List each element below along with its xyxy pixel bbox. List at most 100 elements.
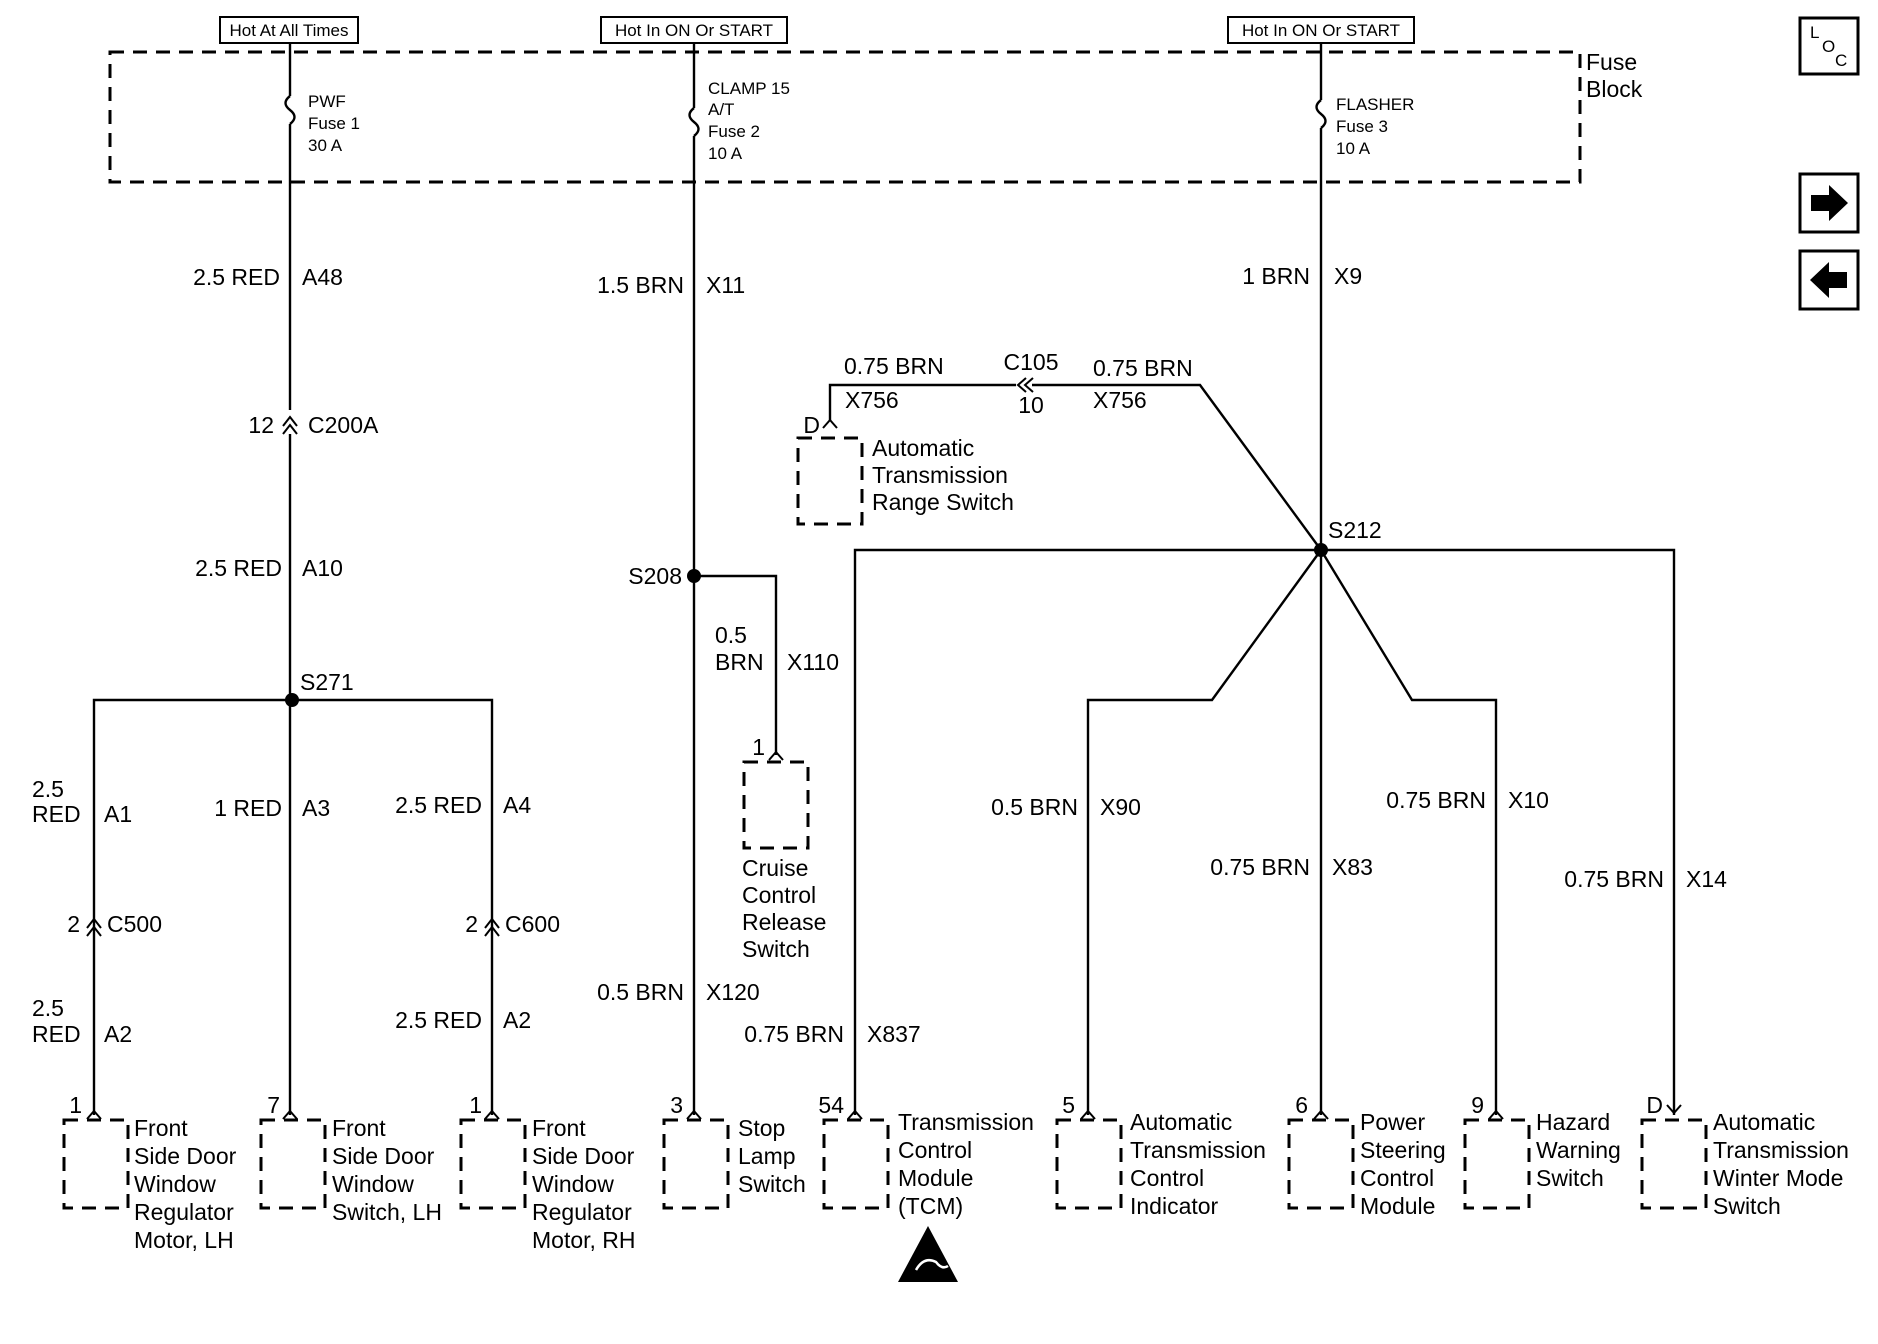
power-label-text: Hot In ON Or START — [615, 21, 773, 40]
svg-text:Window: Window — [532, 1171, 614, 1197]
svg-text:A4: A4 — [503, 792, 531, 818]
arrow-right-icon[interactable] — [1798, 172, 1860, 234]
connector-c500: 2 C500 — [67, 911, 162, 937]
svg-text:Switch: Switch — [742, 936, 810, 962]
svg-text:0.5 BRN: 0.5 BRN — [991, 794, 1078, 820]
wire-x10 — [1319, 549, 1498, 1115]
svg-text:Fuse 3: Fuse 3 — [1336, 117, 1388, 136]
svg-text:Control: Control — [1130, 1165, 1204, 1191]
svg-text:3: 3 — [670, 1092, 683, 1118]
component-front-door-window-switch-lh: 7 Front Side Door Window Switch, LH — [259, 1092, 442, 1225]
svg-text:Range Switch: Range Switch — [872, 489, 1014, 515]
svg-text:X120: X120 — [706, 979, 760, 1005]
fuse-block-label: Block — [1586, 76, 1643, 102]
svg-text:Steering: Steering — [1360, 1137, 1446, 1163]
svg-text:C200A: C200A — [308, 412, 379, 438]
fuse-block-outline — [108, 50, 1582, 184]
svg-text:FLASHER: FLASHER — [1336, 95, 1414, 114]
svg-text:2.5: 2.5 — [32, 995, 64, 1021]
svg-text:RED: RED — [32, 801, 81, 827]
svg-text:Regulator: Regulator — [532, 1199, 632, 1225]
svg-text:Switch: Switch — [738, 1171, 806, 1197]
svg-text:L: L — [1810, 23, 1819, 42]
svg-text:0.5 BRN: 0.5 BRN — [597, 979, 684, 1005]
svg-text:D: D — [1646, 1092, 1663, 1118]
svg-text:X9: X9 — [1334, 263, 1362, 289]
svg-text:30 A: 30 A — [308, 136, 343, 155]
esd-warning-icon — [898, 1226, 958, 1282]
svg-text:Warning: Warning — [1536, 1137, 1621, 1163]
component-front-door-regulator-motor-lh: 1 Front Side Door Window Regulator Motor… — [62, 1092, 237, 1253]
svg-text:O: O — [1822, 37, 1835, 56]
svg-text:Window: Window — [134, 1171, 216, 1197]
svg-text:1 BRN: 1 BRN — [1242, 263, 1310, 289]
svg-text:Front: Front — [532, 1115, 586, 1141]
svg-text:2.5 RED: 2.5 RED — [395, 1007, 482, 1033]
component-automatic-transmission-winter-mode-switch: D Automatic Transmission Winter Mode Swi… — [1640, 1092, 1849, 1219]
fuse-3: FLASHER Fuse 3 10 A — [1315, 52, 1414, 158]
svg-text:1: 1 — [752, 734, 765, 760]
component-transmission-control-module: 54 Transmission Control Module (TCM) — [818, 1092, 1034, 1219]
svg-text:Fuse 1: Fuse 1 — [308, 114, 360, 133]
svg-text:7: 7 — [267, 1092, 280, 1118]
connector-c600: 2 C600 — [465, 911, 560, 937]
wire-x110 — [694, 574, 778, 755]
fuse-block-label: Fuse — [1586, 49, 1637, 75]
svg-text:Module: Module — [1360, 1193, 1435, 1219]
svg-text:RED: RED — [32, 1021, 81, 1047]
svg-text:0.75 BRN: 0.75 BRN — [1564, 866, 1664, 892]
svg-text:10 A: 10 A — [1336, 139, 1371, 158]
fuse-2: CLAMP 15 A/T Fuse 2 10 A — [688, 52, 790, 163]
component-power-steering-control-module: 6 Power Steering Control Module — [1287, 1092, 1446, 1219]
svg-text:X756: X756 — [845, 387, 899, 413]
svg-text:S271: S271 — [300, 669, 354, 695]
svg-text:Motor, RH: Motor, RH — [532, 1227, 636, 1253]
svg-text:Lamp: Lamp — [738, 1143, 796, 1169]
svg-text:Winter Mode: Winter Mode — [1713, 1165, 1843, 1191]
svg-text:9: 9 — [1471, 1092, 1484, 1118]
svg-text:2: 2 — [465, 911, 478, 937]
svg-text:0.75 BRN: 0.75 BRN — [744, 1021, 844, 1047]
svg-text:6: 6 — [1295, 1092, 1308, 1118]
svg-text:Front: Front — [332, 1115, 386, 1141]
component-automatic-transmission-control-indicator: 5 Automatic Transmission Control Indicat… — [1055, 1092, 1266, 1219]
svg-text:Window: Window — [332, 1171, 414, 1197]
loc-button[interactable]: L O C — [1798, 16, 1860, 76]
svg-text:0.75 BRN: 0.75 BRN — [1210, 854, 1310, 880]
svg-text:C500: C500 — [107, 911, 162, 937]
svg-text:12: 12 — [248, 412, 274, 438]
svg-text:Transmission: Transmission — [1713, 1137, 1849, 1163]
svg-text:Release: Release — [742, 909, 826, 935]
svg-text:Indicator: Indicator — [1130, 1193, 1219, 1219]
svg-text:A3: A3 — [302, 795, 330, 821]
svg-text:X756: X756 — [1093, 387, 1147, 413]
wire-size-label: 2.5 RED — [193, 264, 280, 290]
svg-text:Front: Front — [134, 1115, 188, 1141]
svg-text:Switch: Switch — [1536, 1165, 1604, 1191]
svg-text:A1: A1 — [104, 801, 132, 827]
svg-text:Automatic: Automatic — [1713, 1109, 1815, 1135]
power-label-text: Hot At All Times — [229, 21, 348, 40]
svg-text:S208: S208 — [628, 563, 682, 589]
svg-text:A2: A2 — [104, 1021, 132, 1047]
power-label-hot-in-on-or-start-2: Hot In ON Or START — [1227, 16, 1415, 44]
svg-text:1 RED: 1 RED — [214, 795, 282, 821]
svg-text:X10: X10 — [1508, 787, 1549, 813]
svg-text:A2: A2 — [503, 1007, 531, 1033]
svg-text:5: 5 — [1062, 1092, 1075, 1118]
wire-circuit-label: A48 — [302, 264, 343, 290]
svg-text:(TCM): (TCM) — [898, 1193, 963, 1219]
svg-text:0.75 BRN: 0.75 BRN — [844, 353, 944, 379]
svg-text:1: 1 — [469, 1092, 482, 1118]
wire-x756-left — [828, 383, 1016, 420]
svg-text:Automatic: Automatic — [872, 435, 974, 461]
svg-text:1: 1 — [69, 1092, 82, 1118]
component-hazard-warning-switch: 9 Hazard Warning Switch — [1463, 1092, 1621, 1210]
component-front-door-regulator-motor-rh: 1 Front Side Door Window Regulator Motor… — [459, 1092, 636, 1253]
svg-text:Stop: Stop — [738, 1115, 785, 1141]
svg-text:X90: X90 — [1100, 794, 1141, 820]
arrow-left-icon[interactable] — [1798, 249, 1860, 311]
connector-c105: C105 10 — [1004, 349, 1059, 418]
svg-text:1.5 BRN: 1.5 BRN — [597, 272, 684, 298]
